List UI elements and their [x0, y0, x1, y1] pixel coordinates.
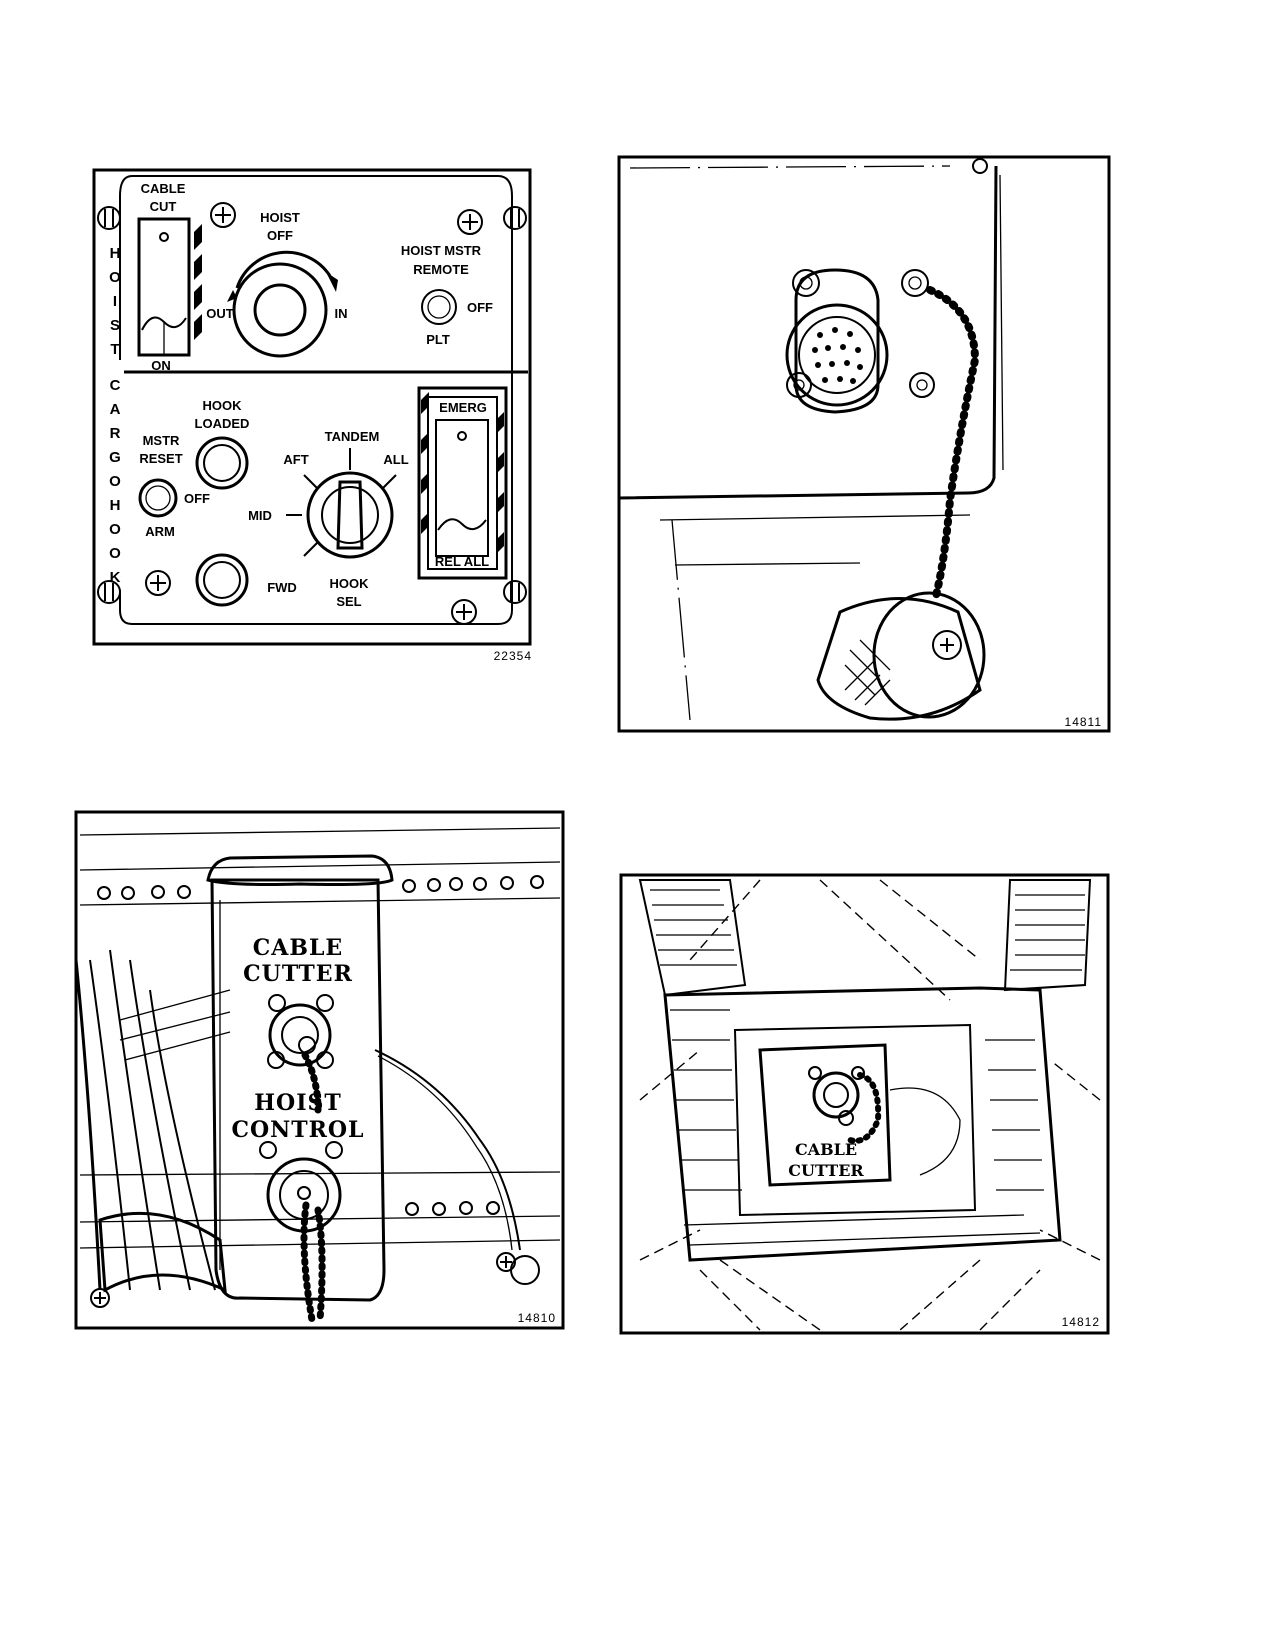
pocket-flap-connector — [758, 1043, 961, 1187]
panel-fastener-icon — [145, 202, 483, 625]
svg-text:R: R — [110, 425, 121, 442]
svg-text:H: H — [110, 245, 121, 262]
dust-cap — [816, 591, 986, 721]
cable-cut-switch-guard[interactable] — [137, 217, 202, 357]
emerg-release-switch-guard[interactable] — [417, 386, 508, 580]
cable-cut-label-1: CABLE — [141, 181, 186, 196]
svg-text:G: G — [109, 449, 121, 466]
svg-text:K: K — [110, 569, 121, 586]
hook-sel-label-2: SEL — [336, 594, 361, 609]
hook-loaded-label-2: LOADED — [195, 416, 250, 431]
receptacle-cap-view: 14811 — [617, 155, 1111, 733]
hoist-mstr-plt-label: PLT — [426, 332, 450, 347]
figure-id-14810: 14810 — [518, 1311, 556, 1325]
svg-text:C: C — [110, 377, 121, 394]
bead-chain — [926, 286, 980, 604]
svg-text:S: S — [110, 317, 120, 334]
mstr-reset-switch[interactable] — [138, 478, 178, 518]
connector-box-view: CABLE CUTTER HOIST CONTROL 14810 — [74, 810, 565, 1330]
panel-screw-icon — [90, 1252, 516, 1308]
selector-fwd-label: FWD — [267, 580, 297, 595]
mstr-reset-label-2: RESET — [139, 451, 182, 466]
quilt-stitching — [639, 879, 1101, 1331]
hoist-in-label: IN — [335, 306, 348, 321]
hoist-control-receptacle — [259, 1141, 343, 1324]
hoist-control-stencil-2: CONTROL — [231, 1117, 364, 1143]
hook-select-rotary-switch[interactable] — [286, 448, 397, 559]
selector-all-label: ALL — [383, 452, 408, 467]
svg-text:H: H — [110, 497, 121, 514]
hoist-out-label: OUT — [206, 306, 234, 321]
mstr-arm-label: ARM — [145, 524, 175, 539]
hoist-off-label: OFF — [267, 228, 293, 243]
indicator-light — [195, 553, 249, 607]
hook-loaded-light — [195, 436, 249, 490]
svg-text:I: I — [113, 293, 117, 310]
svg-text:O: O — [109, 473, 121, 490]
emerg-label: EMERG — [439, 400, 487, 415]
svg-text:O: O — [109, 269, 121, 286]
hook-sel-label: HOOK — [330, 576, 370, 591]
hook-loaded-label: HOOK — [203, 398, 243, 413]
svg-text:O: O — [109, 545, 121, 562]
hoist-mstr-switch[interactable] — [421, 289, 457, 325]
pocket-stencil-1: CABLE — [795, 1140, 857, 1159]
cable-cutter-receptacle — [267, 994, 334, 1114]
webbing-strap — [638, 879, 1092, 1262]
cable-cutter-stencil-2: CUTTER — [243, 961, 353, 987]
selector-tandem-label: TANDEM — [325, 429, 380, 444]
cable-cutter-stencil-1: CABLE — [253, 935, 343, 961]
selector-aft-label: AFT — [283, 452, 308, 467]
hoist-label: HOIST — [260, 210, 300, 225]
cable-cut-label-2: CUT — [150, 199, 177, 214]
hoist-mstr-label: HOIST MSTR — [401, 243, 482, 258]
svg-text:O: O — [109, 521, 121, 538]
panel-screw-icon — [97, 206, 527, 604]
cable-cut-on-label: ON — [151, 358, 171, 373]
rivet-row — [97, 875, 544, 1216]
rel-all-label: REL ALL — [435, 554, 489, 569]
svg-text:T: T — [110, 341, 119, 358]
svg-text:A: A — [110, 401, 121, 418]
hoist-cargo-hook-panel: CABLE CUT ON H O I S T C A R G O H O O K — [92, 168, 532, 663]
side-title: H O I S T C A R G O H O O K — [109, 245, 121, 586]
figure-id-14812: 14812 — [1062, 1315, 1100, 1329]
pocket-stencil-2: CUTTER — [788, 1161, 864, 1180]
figure-id-14811: 14811 — [1065, 715, 1102, 729]
hoist-control-stencil-1: HOIST — [254, 1090, 342, 1116]
electrical-receptacle — [785, 268, 935, 414]
mstr-reset-label: MSTR — [143, 433, 180, 448]
selector-mid-label: MID — [248, 508, 272, 523]
hoist-control-knob[interactable] — [227, 250, 338, 358]
pocket-view: CABLE CUTTER 14812 — [619, 873, 1110, 1335]
mstr-off-label: OFF — [184, 491, 210, 506]
hoist-mstr-remote-label: REMOTE — [413, 262, 469, 277]
hoist-mstr-off-label: OFF — [467, 300, 493, 315]
figure-id-22354: 22354 — [494, 649, 532, 663]
connector-box — [206, 854, 394, 1302]
